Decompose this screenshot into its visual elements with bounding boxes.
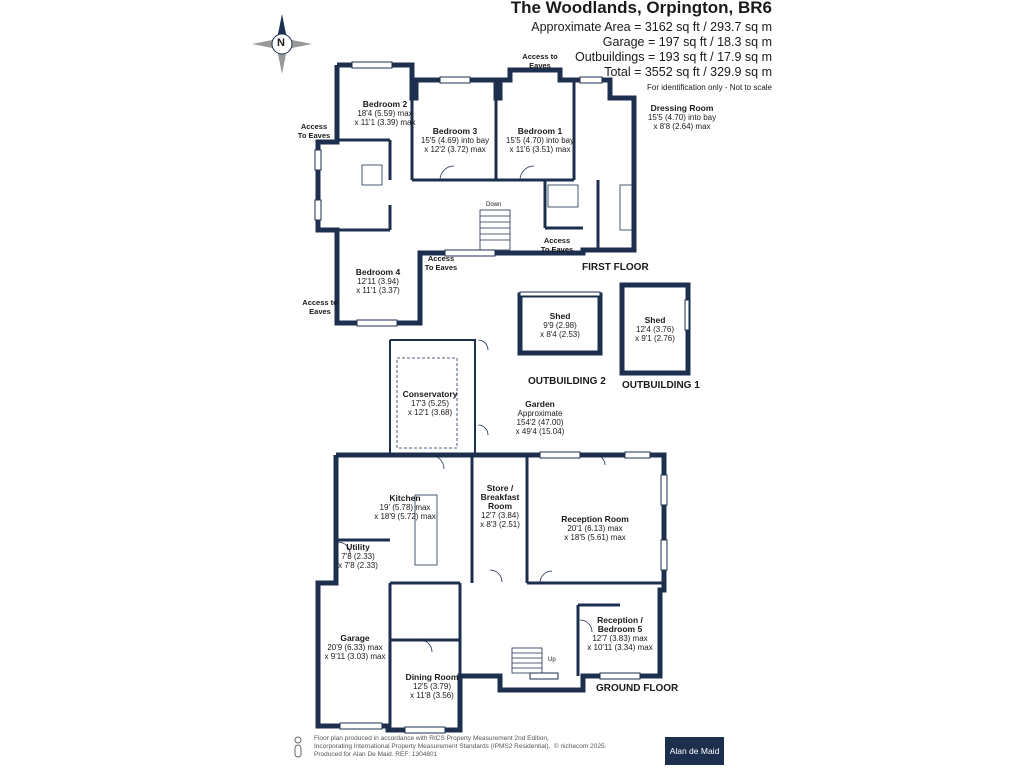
door-swing (594, 454, 606, 466)
window (339, 722, 383, 730)
room-dimension: 15'5 (4.70) into bay (647, 113, 717, 122)
room-dimension: 12'11 (3.94) (357, 277, 399, 286)
total-area-stat: Total = 3552 sq ft / 329.9 sq m (604, 65, 772, 79)
room-utility: Utility 7'8 (2.33) x 7'8 (2.33) (338, 542, 378, 571)
window (660, 474, 668, 506)
room-dimension: x 12'2 (3.72) max (424, 145, 486, 154)
outbuilding-1-label: OUTBUILDING 1 (622, 380, 700, 391)
shower (547, 184, 579, 208)
accessibility-icon (294, 736, 302, 758)
room-dimension: x 8'8 (2.64) max (653, 122, 711, 131)
room-garage: Garage 20'9 (6.33) max x 9'11 (3.03) max (324, 633, 386, 662)
door-swing (337, 541, 351, 555)
room-reception-bedroom-5: Reception / Bedroom 5 12'7 (3.83) max x … (587, 615, 653, 653)
door-swing (539, 570, 553, 584)
garage-area-stat: Garage = 197 sq ft / 18.3 sq m (602, 35, 772, 49)
room-dimension: x 11'6 (3.51) max (509, 145, 571, 154)
room-dimension: x 11'1 (3.37) (356, 286, 400, 295)
window (660, 539, 668, 571)
room-store-breakfast: Store / Breakfast Room 12'7 (3.84) x 8'3… (480, 483, 520, 530)
room-dressing-room: Dressing Room 15'5 (4.70) into bay x 8'8… (647, 103, 717, 132)
door-swing (489, 569, 503, 583)
compass-north-label: N (277, 37, 285, 49)
room-name: Bedroom 4 (355, 267, 401, 277)
room-dining: Dining Room 12'5 (3.79) x 11'8 (3.56) (405, 672, 459, 701)
bath (619, 184, 633, 231)
door-swing (439, 165, 455, 181)
room-dimension: 18'4 (5.59) max (357, 109, 413, 118)
window (519, 291, 601, 297)
window (599, 672, 641, 680)
door-swing (419, 639, 433, 653)
door-swing (579, 619, 593, 633)
brand-logo: Alan de Maid (665, 737, 724, 765)
approx-area-stat: Approximate Area = 3162 sq ft / 293.7 sq… (531, 20, 772, 34)
ground-floor-stairs (511, 647, 543, 674)
window (529, 672, 559, 680)
room-name: Bedroom 2 (362, 99, 408, 109)
room-bedroom-1: Bedroom 1 15'5 (4.70) into bay x 11'6 (3… (505, 126, 575, 155)
first-floor-stairs (479, 209, 511, 251)
window (624, 451, 651, 459)
room-dimension: x 11'1 (3.39) max (354, 118, 416, 127)
first-floor-label: FIRST FLOOR (582, 262, 649, 273)
footer-disclaimer: Floor plan produced in accordance with R… (314, 735, 607, 758)
window (444, 249, 496, 257)
door-swing (477, 339, 489, 351)
window (539, 451, 581, 459)
room-conservatory: Conservatory 17'3 (5.25) x 12'1 (3.68) (402, 389, 458, 418)
stairs-down-label: Down (486, 202, 502, 208)
room-reception: Reception Room 20'1 (6.13) max x 18'5 (5… (561, 514, 629, 543)
stairs-up-label: Up (548, 657, 556, 663)
window (579, 76, 603, 84)
identification-note: For identification only - Not to scale (647, 83, 772, 92)
skylight (396, 357, 458, 449)
room-shed-2: Shed 9'9 (2.98) x 8'4 (2.53) (540, 311, 580, 340)
room-shed-1: Shed 12'4 (3.76) x 9'1 (2.76) (635, 315, 675, 344)
window (439, 76, 471, 84)
compass-rose (252, 14, 312, 74)
kitchen-island (414, 494, 438, 566)
outbuilding-2-label: OUTBUILDING 2 (528, 376, 606, 387)
window (351, 61, 393, 69)
room-name: Bedroom 1 (517, 126, 563, 136)
door-swing (519, 165, 535, 181)
window (314, 199, 322, 221)
page-title: The Woodlands, Orpington, BR6 (510, 0, 772, 17)
conservatory-wall (390, 339, 476, 455)
ground-floor-wall (315, 452, 667, 733)
room-bedroom-2: Bedroom 2 18'4 (5.59) max x 11'1 (3.39) … (354, 99, 416, 128)
window (404, 726, 446, 734)
door-swing (429, 454, 445, 470)
window (356, 319, 398, 327)
room-bedroom-3: Bedroom 3 15'5 (4.69) into bay x 12'2 (3… (420, 126, 490, 155)
room-name: Bedroom 3 (432, 126, 478, 136)
garden-label: Garden Approximate 154'2 (47.00) x 49'4 … (515, 399, 565, 437)
room-kitchen: Kitchen 19' (5.78) max x 18'9 (5.72) max (374, 493, 436, 522)
room-name: Dressing Room (650, 103, 714, 113)
door-swing (477, 424, 489, 436)
room-dimension: 15'5 (4.70) into bay (505, 136, 575, 145)
ground-floor-label: GROUND FLOOR (596, 683, 679, 694)
window (684, 299, 690, 331)
shower (361, 164, 383, 186)
outbuildings-area-stat: Outbuildings = 193 sq ft / 17.9 sq m (575, 50, 772, 64)
window (314, 149, 322, 171)
room-dimension: 15'5 (4.69) into bay (420, 136, 490, 145)
room-bedroom-4: Bedroom 4 12'11 (3.94) x 11'1 (3.37) (355, 267, 401, 296)
